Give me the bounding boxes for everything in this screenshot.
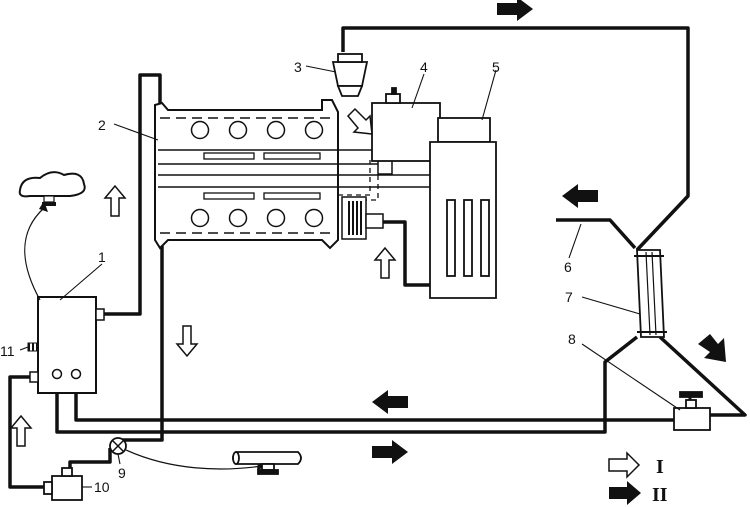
legend-label-ii: II [652, 484, 668, 506]
engine-slot [263, 152, 321, 160]
reservoir-3 [331, 53, 369, 97]
flow-arrows-solid [372, 0, 726, 505]
pump-to-valve-pipe [68, 448, 112, 470]
radiator-right-pipe [658, 335, 747, 417]
engine-dashed-link [338, 160, 371, 196]
wire-9-to-sensor [125, 449, 263, 470]
solid-arrow-left [372, 390, 408, 414]
valve-9 [109, 437, 127, 455]
label-11: 11 [0, 343, 15, 359]
hollow-arrow-up [103, 184, 127, 217]
hollow-arrow-up [373, 246, 397, 279]
cloud-unit-nozzle [43, 195, 55, 203]
engine-block [154, 99, 440, 250]
engine-down-pipe [120, 246, 164, 442]
tank-to-engine-pipe [100, 73, 162, 316]
aux-pump-10 [43, 467, 83, 501]
cloud-unit [18, 171, 86, 198]
label-4: 4 [420, 59, 428, 75]
label-7: 7 [565, 289, 573, 305]
sensor-11 [27, 342, 39, 352]
solid-arrow-left [562, 184, 598, 208]
engine-slot [203, 192, 255, 200]
bottom-return-pipe [55, 335, 639, 434]
pump-loop-pipe [8, 375, 44, 489]
top-pipe [341, 26, 690, 252]
label-6: 6 [564, 259, 572, 275]
solid-arrow-downright [698, 334, 726, 362]
engine-slot [263, 192, 321, 200]
cylinder [228, 208, 248, 228]
cylinder [190, 120, 210, 140]
label-8: 8 [568, 331, 576, 347]
label-5: 5 [492, 59, 500, 75]
signal-wire-to-cloud [24, 207, 45, 301]
legend: I II [652, 456, 668, 506]
callout-labels: 1 2 3 4 5 6 7 8 9 10 11 [0, 59, 576, 495]
flow-arrows-hollow [9, 107, 641, 479]
cloud-unit-nozzle-base [42, 202, 56, 206]
cylinder [190, 208, 210, 228]
side-outlet-pipe [556, 218, 637, 250]
valve-8 [673, 391, 711, 431]
hollow-arrow-up [9, 414, 33, 447]
solid-arrow-right [497, 0, 533, 21]
cylinder [304, 208, 324, 228]
label-10: 10 [94, 479, 110, 495]
component-1-port [95, 308, 105, 321]
cylinder [304, 120, 324, 140]
leader-lines [19, 65, 681, 488]
legend-label-i: I [656, 456, 664, 478]
water-pump-outlet [365, 213, 384, 229]
engine-connector [377, 159, 393, 175]
component-1-side-port [29, 371, 39, 383]
label-2: 2 [98, 117, 106, 133]
heater-core-5 [429, 117, 497, 299]
label-1: 1 [98, 249, 106, 265]
hose-sensor [232, 451, 302, 475]
cylinder [266, 120, 286, 140]
component-1-outlet-a [51, 368, 63, 380]
hollow-arrow-legend [608, 451, 641, 479]
component-1-box [37, 296, 97, 394]
cylinder [266, 208, 286, 228]
solid-arrow-right [372, 440, 408, 464]
hollow-arrow-down [175, 325, 199, 358]
radiator-7 [634, 249, 667, 338]
water-pump-fins [346, 201, 362, 235]
label-9: 9 [118, 465, 126, 481]
component-1-outlet-b [70, 368, 82, 380]
engine-slot [203, 152, 255, 160]
hollow-arrow-diagonal [346, 107, 373, 135]
signal-wire-arrow [39, 201, 48, 212]
heater-pipe [383, 220, 430, 287]
label-3: 3 [294, 59, 302, 75]
cylinder [228, 120, 248, 140]
throttle-body-4 [371, 87, 441, 162]
solid-arrow-legend [609, 481, 641, 505]
